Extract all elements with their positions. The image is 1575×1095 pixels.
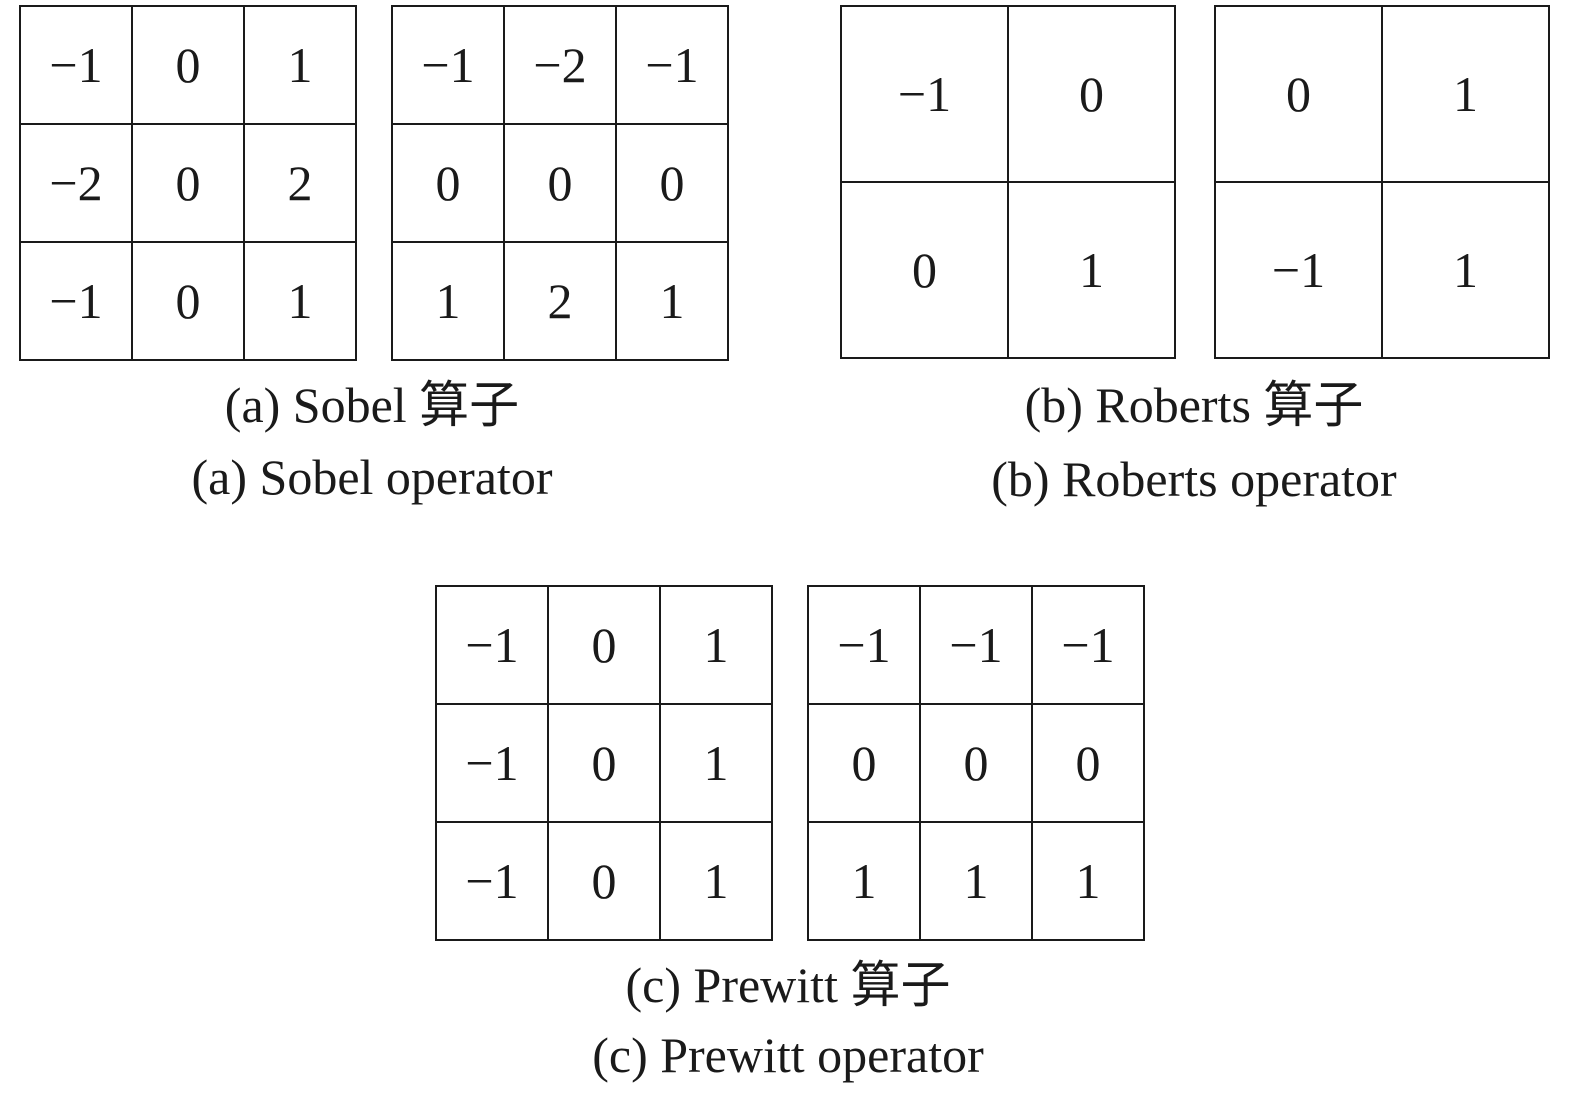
prewitt-caption-cn: (c) Prewitt 算子 [625, 957, 951, 1013]
matrix-cell: 1 [243, 241, 357, 361]
matrix-cell: −2 [19, 123, 133, 243]
roberts-caption-cn: (b) Roberts 算子 [1024, 377, 1364, 433]
matrix-cell: 0 [547, 703, 661, 823]
matrix-cell: 1 [615, 241, 729, 361]
matrix-cell: 0 [503, 123, 617, 243]
matrix-cell: 0 [615, 123, 729, 243]
matrix-cell: 2 [503, 241, 617, 361]
matrix-cell: 1 [919, 821, 1033, 941]
matrix-cell: −1 [840, 5, 1009, 183]
matrix-cell: −1 [435, 821, 549, 941]
matrix-cell: 1 [1381, 5, 1550, 183]
matrix-cell: −1 [919, 585, 1033, 705]
matrix-cell: 0 [807, 703, 921, 823]
matrix-cell: 0 [391, 123, 505, 243]
matrix-cell: −1 [615, 5, 729, 125]
matrix-cell: 1 [391, 241, 505, 361]
matrix-cell: 0 [840, 181, 1009, 359]
matrix-cell: 0 [547, 585, 661, 705]
matrix-cell: 1 [659, 821, 773, 941]
roberts-caption-en: (b) Roberts operator [991, 451, 1397, 507]
matrix-row: −1−1−1 [807, 585, 1145, 705]
matrix-cell: −1 [435, 703, 549, 823]
sobel-caption-en: (a) Sobel operator [191, 449, 553, 505]
matrix-cell: 1 [1031, 821, 1145, 941]
matrix-cell: 0 [131, 123, 245, 243]
matrix-cell: 0 [547, 821, 661, 941]
matrix-cell: −1 [807, 585, 921, 705]
matrix-cell: 0 [131, 241, 245, 361]
matrix-cell: 0 [131, 5, 245, 125]
matrix-cell: −1 [1031, 585, 1145, 705]
matrix-cell: −1 [435, 585, 549, 705]
matrix-cell: −1 [1214, 181, 1383, 359]
matrix-row: −1−2−1 [391, 5, 729, 125]
prewitt-caption-en: (c) Prewitt operator [592, 1027, 984, 1083]
matrix-cell: 0 [919, 703, 1033, 823]
matrix-cell: 1 [243, 5, 357, 125]
matrix-cell: 0 [1031, 703, 1145, 823]
matrix-cell: 0 [1214, 5, 1383, 183]
matrix-cell: 1 [807, 821, 921, 941]
matrix-cell: 1 [659, 585, 773, 705]
matrix-cell: 1 [659, 703, 773, 823]
matrix-cell: −1 [391, 5, 505, 125]
matrix-cell: 2 [243, 123, 357, 243]
matrix-cell: 1 [1007, 181, 1176, 359]
sobel-caption-cn: (a) Sobel 算子 [224, 377, 520, 433]
matrix-cell: −1 [19, 241, 133, 361]
matrix-cell: 1 [1381, 181, 1550, 359]
matrix-cell: 0 [1007, 5, 1176, 183]
matrix-cell: −2 [503, 5, 617, 125]
matrix-cell: −1 [19, 5, 133, 125]
